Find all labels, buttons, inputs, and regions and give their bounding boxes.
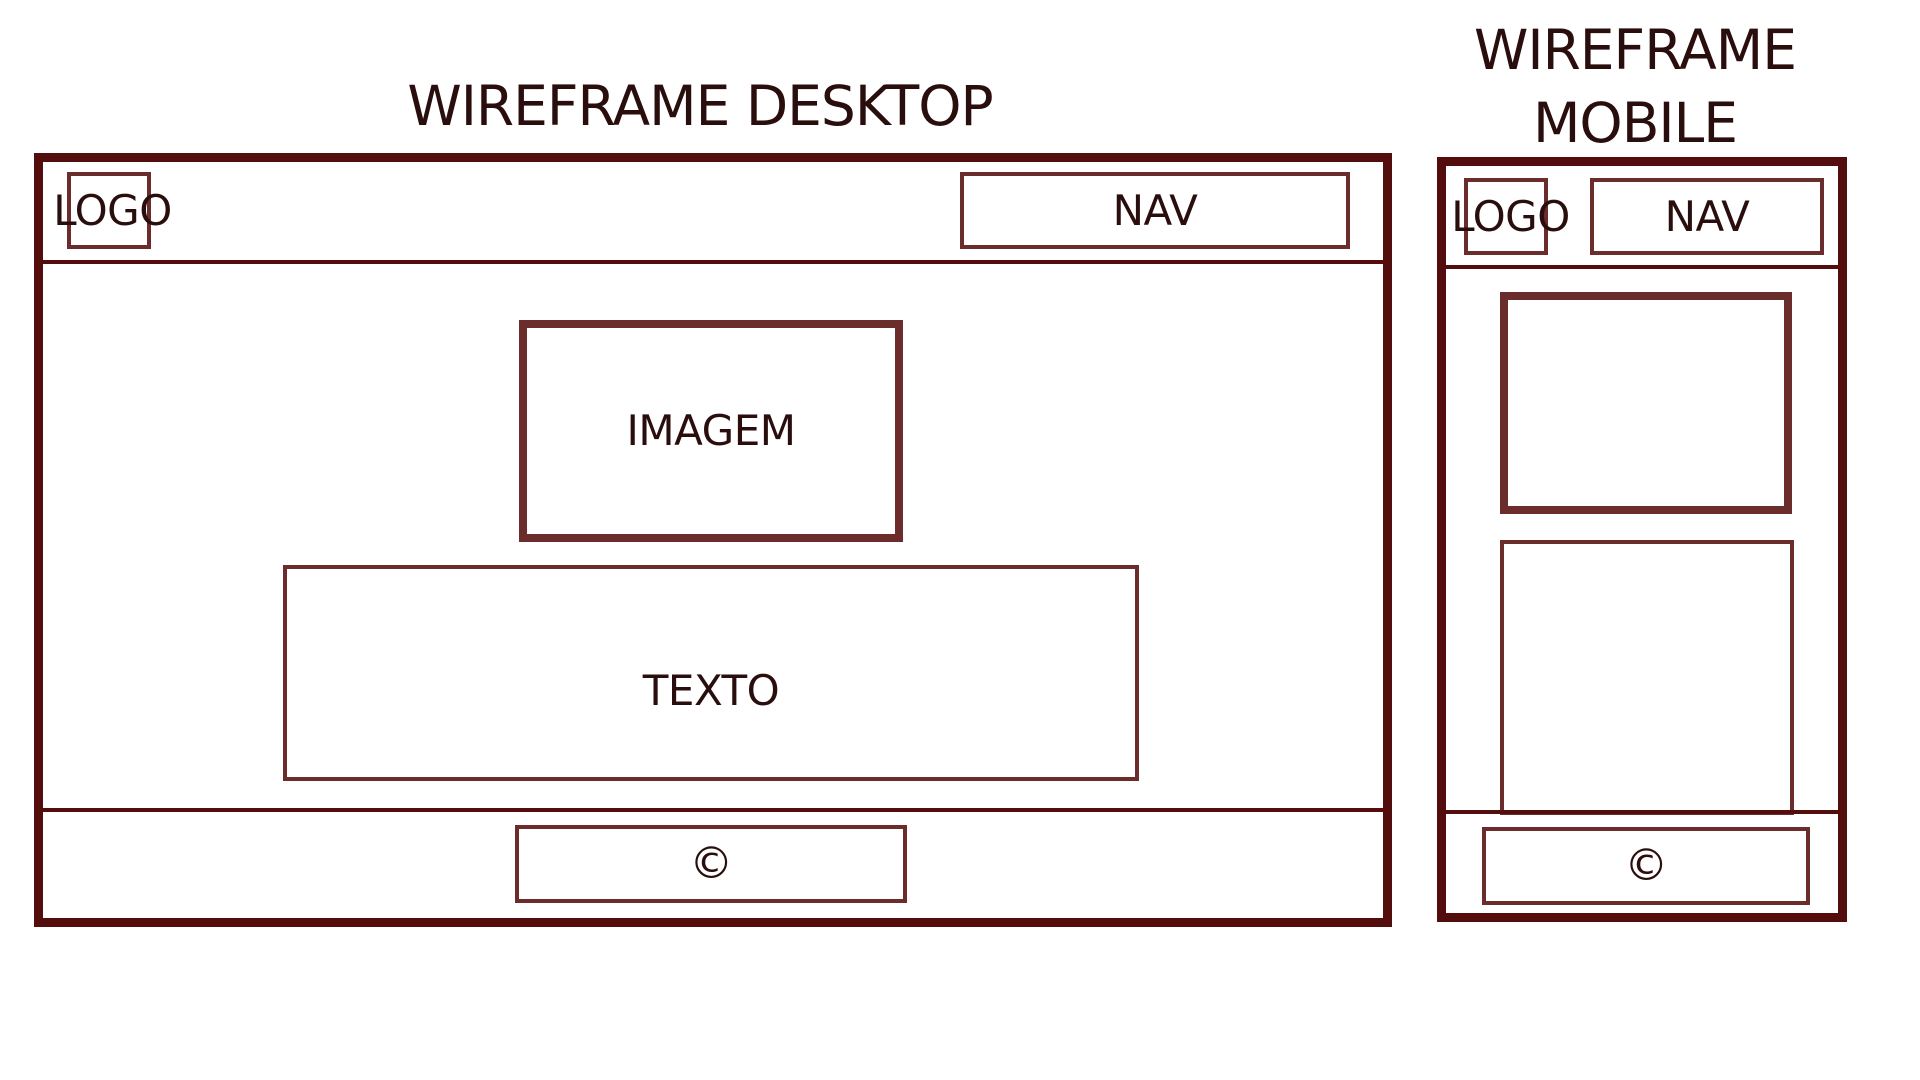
desktop-nav-label: NAV xyxy=(1112,186,1198,235)
mobile-logo-label: LOGO xyxy=(1451,192,1570,241)
desktop-copyright-icon: © xyxy=(689,838,733,889)
mobile-footer-divider xyxy=(1446,810,1838,814)
desktop-logo-label: LOGO xyxy=(53,186,172,235)
mobile-title-line2: MOBILE xyxy=(1532,90,1738,155)
mobile-text-box xyxy=(1500,540,1794,815)
mobile-copyright-icon: © xyxy=(1624,840,1668,891)
desktop-header-divider xyxy=(43,260,1383,264)
desktop-text-label: TEXTO xyxy=(642,666,780,715)
desktop-image-box xyxy=(519,320,903,542)
mobile-frame xyxy=(1437,157,1847,922)
mobile-header-divider xyxy=(1446,265,1838,269)
mobile-logo-box xyxy=(1464,178,1548,255)
desktop-logo-box xyxy=(67,172,151,249)
mobile-title: WIREFRAME MOBILE xyxy=(1440,14,1830,164)
desktop-text-box xyxy=(283,565,1139,781)
desktop-footer-divider xyxy=(43,808,1383,812)
desktop-title: WIREFRAME DESKTOP xyxy=(407,74,993,138)
mobile-nav-box xyxy=(1590,178,1824,255)
mobile-title-line1: WIREFRAME xyxy=(1473,18,1797,82)
desktop-frame xyxy=(34,153,1392,927)
desktop-image-label: IMAGEM xyxy=(626,406,796,455)
mobile-footer-box xyxy=(1482,827,1810,905)
desktop-footer-box xyxy=(515,825,907,903)
mobile-image-box xyxy=(1500,292,1792,514)
desktop-nav-box xyxy=(960,172,1350,249)
mobile-nav-label: NAV xyxy=(1664,192,1750,241)
